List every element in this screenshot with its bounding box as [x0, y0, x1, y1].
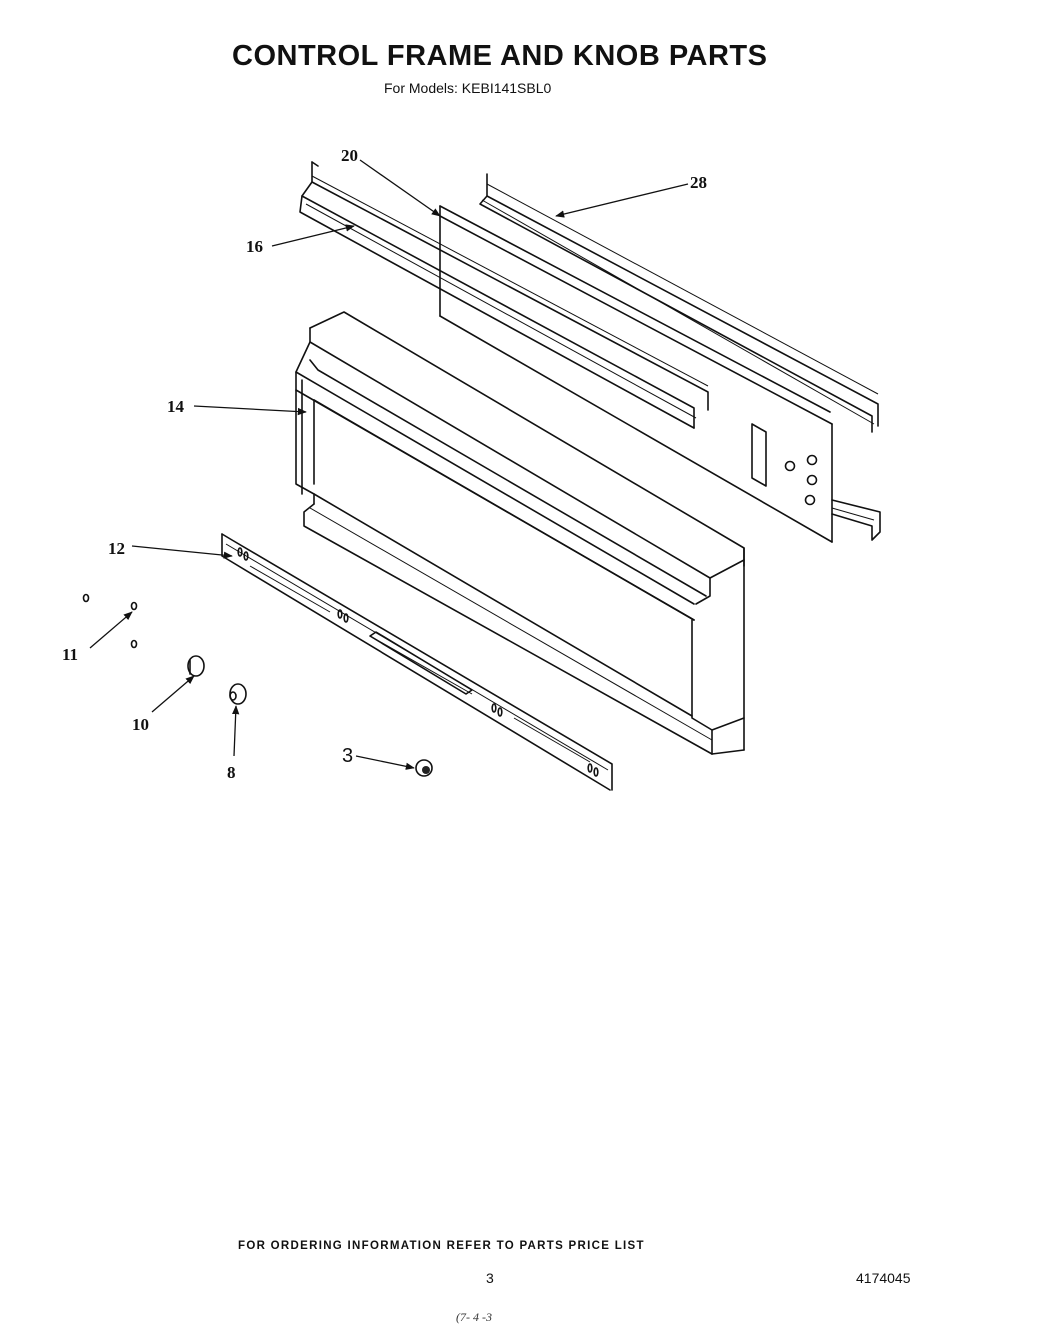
part-11-clips — [82, 593, 138, 649]
ordering-note: FOR ORDERING INFORMATION REFER TO PARTS … — [238, 1240, 645, 1252]
page-title: CONTROL FRAME AND KNOB PARTS — [232, 40, 768, 72]
callout-10: 10 — [132, 715, 149, 734]
document-number: 4174045 — [856, 1270, 911, 1286]
callout-11: 11 — [62, 645, 78, 664]
callout-14: 14 — [167, 397, 185, 416]
bottom-mark: (7- 4 -3 — [456, 1310, 492, 1324]
part-20-console-panel — [439, 205, 881, 543]
part-28-rear-trim — [479, 173, 879, 433]
callout-28: 28 — [690, 173, 707, 192]
callout-12: 12 — [108, 539, 125, 558]
page-number: 3 — [486, 1270, 494, 1286]
part-12-bottom-bracket — [221, 533, 613, 791]
callout-16: 16 — [246, 237, 263, 256]
part-16-trim-strip — [299, 161, 709, 429]
leader-lines — [89, 159, 689, 770]
callout-20: 20 — [341, 146, 358, 165]
part-14-control-frame — [295, 311, 745, 755]
part-10-knob — [187, 655, 205, 677]
callout-3: 3 — [342, 745, 353, 767]
model-subtitle: For Models: KEBI141SBL0 — [384, 80, 552, 96]
part-3-grommet — [415, 759, 433, 777]
callout-8: 8 — [227, 763, 236, 782]
part-8-knob — [229, 683, 247, 705]
